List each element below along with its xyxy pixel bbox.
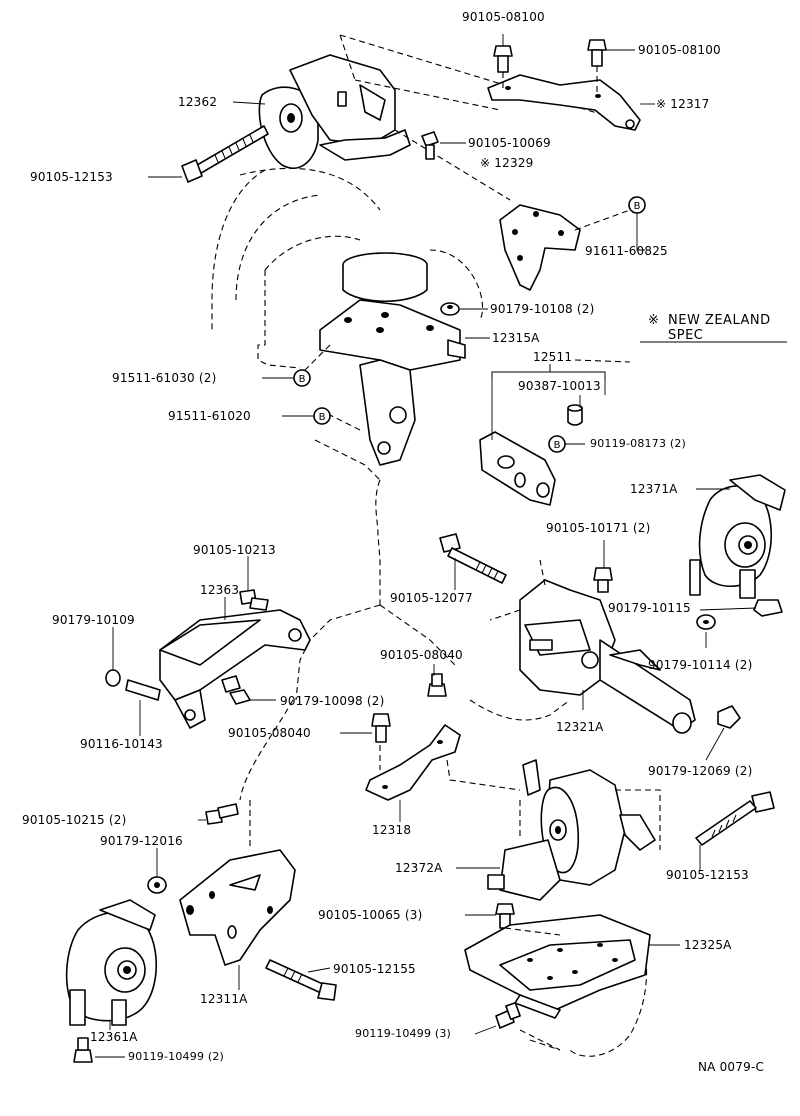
label-90105-12153-a: 90105-12153 <box>30 170 113 184</box>
label-90105-12153-b: 90105-12153 <box>666 868 749 882</box>
b-mark-4: B <box>554 440 561 451</box>
label-12511: 12511 <box>533 350 573 364</box>
bolt-90105-08040-a <box>427 673 447 697</box>
label-90179-12016: 90179-12016 <box>100 834 183 848</box>
label-90105-10215: 90105-10215 (2) <box>22 813 127 827</box>
label-90179-12069: 90179-12069 (2) <box>648 764 753 778</box>
label-12315A: 12315A <box>492 331 540 345</box>
bolt-90119-10499-2 <box>73 1037 93 1063</box>
nut-90179-10115 <box>753 599 783 617</box>
bolt-90119-10499-3 <box>495 1001 521 1029</box>
b-mark-2: B <box>299 374 306 385</box>
label-12321A: 12321A <box>556 720 604 734</box>
bolt-90105-12153-top <box>181 125 269 183</box>
bolt-90105-08040-b <box>371 713 391 743</box>
label-12362: 12362 <box>178 95 218 109</box>
label-90105-10069: 90105-10069 <box>468 136 551 150</box>
label-90105-08040-a: 90105-08040 <box>380 648 463 662</box>
b-mark-1: B <box>634 201 641 212</box>
label-90105-08040-b: 90105-08040 <box>228 726 311 740</box>
stud-90116-10143 <box>125 679 161 701</box>
label-12361A: 12361A <box>90 1030 138 1044</box>
label-12317: ※ 12317 <box>656 97 710 111</box>
engine-mount-12362 <box>258 34 621 201</box>
nut-90179-10098 <box>229 689 251 705</box>
label-90105-08100-a: 90105-08100 <box>462 10 545 24</box>
note-line1: NEW ZEALAND <box>668 313 771 328</box>
bolt-90105-10213 <box>239 589 269 611</box>
label-90179-10114: 90179-10114 (2) <box>648 658 753 672</box>
bracket-12318 <box>365 724 521 801</box>
label-12372A: 12372A <box>395 861 443 875</box>
label-91511-61020: 91511-61020 <box>168 409 251 423</box>
b-mark-3: B <box>319 412 326 423</box>
label-90179-10115: 90179-10115 <box>608 601 691 615</box>
label-12329: ※ 12329 <box>480 156 534 170</box>
label-90105-08100-b: 90105-08100 <box>638 43 721 57</box>
label-91511-61030: 91511-61030 (2) <box>112 371 217 385</box>
engine-outline <box>211 167 648 1057</box>
label-12325A: 12325A <box>684 938 732 952</box>
label-12318: 12318 <box>372 823 412 837</box>
label-12311A: 12311A <box>200 992 248 1006</box>
note-line2: SPEC <box>668 328 704 343</box>
label-12371A: 12371A <box>630 482 678 496</box>
plate-12325A <box>464 914 651 1051</box>
bolt-90105-10069 <box>421 131 439 160</box>
bolt-90105-08100-a <box>493 45 513 73</box>
bracket-12511 <box>479 364 606 506</box>
leader-lines <box>95 34 787 1058</box>
engine-mount-12371A <box>689 474 786 599</box>
label-90105-12077: 90105-12077 <box>390 591 473 605</box>
bolt-90105-10171 <box>593 567 613 593</box>
label-90119-10499-b: 90119-10499 (2) <box>128 1050 225 1063</box>
label-90119-08173: 90119-08173 (2) <box>590 437 687 450</box>
bracket-12315A <box>299 252 466 466</box>
nut-90179-12069 <box>717 705 741 729</box>
label-90387-10013: 90387-10013 <box>518 379 601 393</box>
label-90105-10171: 90105-10171 (2) <box>546 521 651 535</box>
label-12363: 12363 <box>200 583 240 597</box>
bolt-90105-12153-bottom <box>695 791 775 846</box>
bolt-90105-10215 <box>205 803 239 825</box>
washer-90179-12016 <box>147 876 167 894</box>
engine-mount-12363 <box>159 609 311 729</box>
label-90179-10108: 90179-10108 (2) <box>490 302 595 316</box>
b-marks: B B B B <box>293 196 646 453</box>
bolt-90105-12155 <box>265 959 337 1001</box>
nut-90179-10109 <box>105 669 121 687</box>
label-91611-60825: 91611-60825 <box>585 244 668 258</box>
engine-mount-12361A <box>65 899 158 1026</box>
label-90119-10499-a: 90119-10499 (3) <box>355 1027 452 1040</box>
label-90105-10213: 90105-10213 <box>193 543 276 557</box>
bracket-12317 <box>487 66 641 131</box>
label-90105-12155: 90105-12155 <box>333 962 416 976</box>
nut-90179-10108 <box>440 302 460 316</box>
label-90179-10109: 90179-10109 <box>52 613 135 627</box>
label-90105-10065: 90105-10065 (3) <box>318 908 423 922</box>
diagram-id: NA 0079-C <box>698 1060 765 1074</box>
label-90179-10098: 90179-10098 (2) <box>280 694 385 708</box>
engine-mount-12372A <box>487 759 661 901</box>
bracket-12321A <box>489 559 696 734</box>
bracket-12329 <box>499 204 631 291</box>
bolt-90105-12077 <box>439 533 507 584</box>
bracket-12311A <box>179 800 296 966</box>
bolt-90105-08100-b <box>587 39 607 67</box>
label-90116-10143: 90116-10143 <box>80 737 163 751</box>
note-mark: ※ <box>648 313 660 328</box>
nut-90179-10114 <box>696 614 716 630</box>
